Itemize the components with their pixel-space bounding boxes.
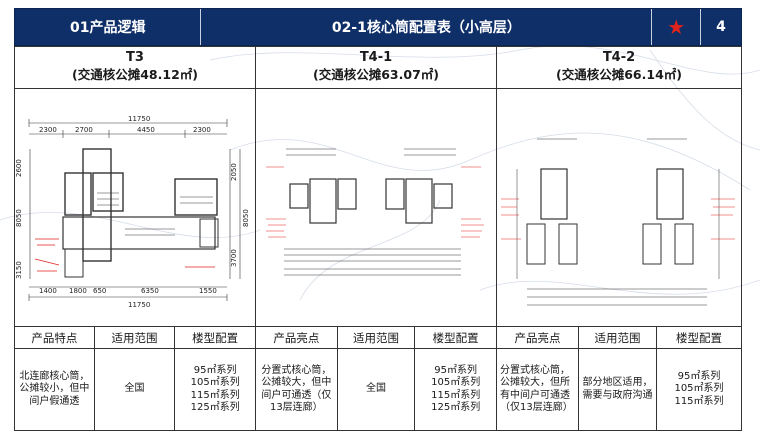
detail-row: 分置式核心筒，公摊较大，但中间户可通透（仅13层连廊） 全国 95㎡系列 105… [256,349,496,430]
config-list: 95㎡系列 105㎡系列 115㎡系列 125㎡系列 [415,349,496,430]
dim-left-3: 2600 [15,159,23,177]
config-item: 115㎡系列 [431,389,481,401]
core-area: (交通核公摊63.07㎡) [313,67,439,82]
config-list: 95㎡系列 105㎡系列 115㎡系列 [657,349,741,430]
floor-plan-t4-2 [497,89,741,327]
sub-header-config: 楼型配置 [676,330,722,345]
sub-header-row: 产品亮点 适用范围 楼型配置 [256,327,496,349]
core-area: (交通核公摊48.12㎡) [72,67,198,82]
dim-bottom-3: 650 [93,287,106,295]
page-number: 4 [716,19,726,35]
floor-plan-t4-1 [256,89,496,327]
detail-row: 分置式核心筒，公摊较大，但所有中间户可通透（仅13层连廊） 部分地区适用，需要与… [497,349,741,430]
feature-text: 分置式核心筒，公摊较大，但所有中间户可通透（仅13层连廊） [497,349,579,430]
core-name: T4-2 [602,50,636,65]
header-bar: 01产品逻辑 02-1核心筒配置表（小高层） ★ 4 [14,8,742,46]
sub-header-scope: 适用范围 [338,327,416,348]
core-name: T3 [126,50,144,65]
dim-left-1: 3150 [15,261,23,279]
floor-plan-t3: 11750 2300 2700 4450 2300 1400 1800 650 … [15,89,255,327]
dim-bottom-5: 1550 [199,287,217,295]
dim-right-1: 2050 [230,163,238,181]
dim-bottom-1: 1400 [39,287,57,295]
dim-top-2: 2700 [75,126,93,134]
floor-plan-drawing [501,138,735,306]
column-t4-1: T4-1 (交通核公摊63.07㎡) [256,47,497,430]
config-item: 105㎡系列 [674,383,724,395]
sub-header-row: 产品亮点 适用范围 楼型配置 [497,327,741,349]
config-item: 105㎡系列 [431,377,481,388]
floor-plan-drawing [266,148,484,276]
red-annotations [501,198,735,240]
core-name: T4-1 [359,50,393,65]
feature-text: 北连廊核心筒，公摊较小，但中间户假通透 [15,349,95,430]
dim-right-3: 3700 [230,249,238,267]
sub-header-row: 产品特点 适用范围 楼型配置 [15,327,255,349]
sub-header-config: 楼型配置 [432,330,479,345]
sub-header-feature: 产品亮点 [497,327,579,348]
page-title: 02-1核心筒配置表（小高层） [201,9,653,45]
scope-text: 部分地区适用，需要与政府沟通 [579,349,657,430]
column-title: T3 (交通核公摊48.12㎡) [15,47,255,89]
dim-bottom-2: 1800 [69,287,87,295]
config-item: 95㎡系列 [434,364,478,376]
config-item: 115㎡系列 [190,389,240,401]
scope-text: 全国 [338,349,416,430]
dim-top-4: 2300 [193,126,211,134]
section-label: 01产品逻辑 [15,9,202,45]
config-item: 125㎡系列 [431,402,481,413]
column-title: T4-1 (交通核公摊63.07㎡) [256,47,496,89]
column-t4-2: T4-2 (交通核公摊66.14㎡) [497,47,741,430]
scope-text: 全国 [95,349,176,430]
sub-header-feature: 产品特点 [15,327,95,348]
sub-header-feature: 产品亮点 [256,327,338,348]
red-annotations [34,238,215,272]
config-list: 95㎡系列 105㎡系列 115㎡系列 125㎡系列 [175,349,255,430]
sub-header-config: 楼型配置 [192,330,239,345]
floor-plan-drawing: 11750 2300 2700 4450 2300 1400 1800 650 … [15,115,250,309]
dim-top-3: 4450 [137,126,155,134]
dim-top-total: 11750 [128,115,150,123]
dim-right-2: 8050 [242,209,250,227]
column-title: T4-2 (交通核公摊66.14㎡) [497,47,741,89]
config-item: 115㎡系列 [674,395,724,407]
feature-text: 分置式核心筒，公摊较大，但中间户可通透（仅13层连廊） [256,349,338,430]
dim-bottom-4: 6350 [141,287,159,295]
dim-bottom-total: 11750 [128,301,150,309]
star-icon: ★ [652,9,702,45]
config-item: 105㎡系列 [190,377,240,388]
config-item: 95㎡系列 [193,364,237,376]
red-annotations [266,166,484,238]
column-t3: T3 (交通核公摊48.12㎡) [15,47,256,430]
dim-left-2: 8050 [15,209,23,227]
sub-header-scope: 适用范围 [95,327,176,348]
sub-header-scope: 适用范围 [579,327,657,348]
config-item: 125㎡系列 [190,402,240,413]
detail-row: 北连廊核心筒，公摊较小，但中间户假通透 全国 95㎡系列 105㎡系列 115㎡… [15,349,255,430]
dim-top-1: 2300 [39,126,57,134]
config-table: T3 (交通核公摊48.12㎡) [14,46,742,431]
core-area: (交通核公摊66.14㎡) [556,67,682,82]
config-item: 95㎡系列 [677,370,721,382]
